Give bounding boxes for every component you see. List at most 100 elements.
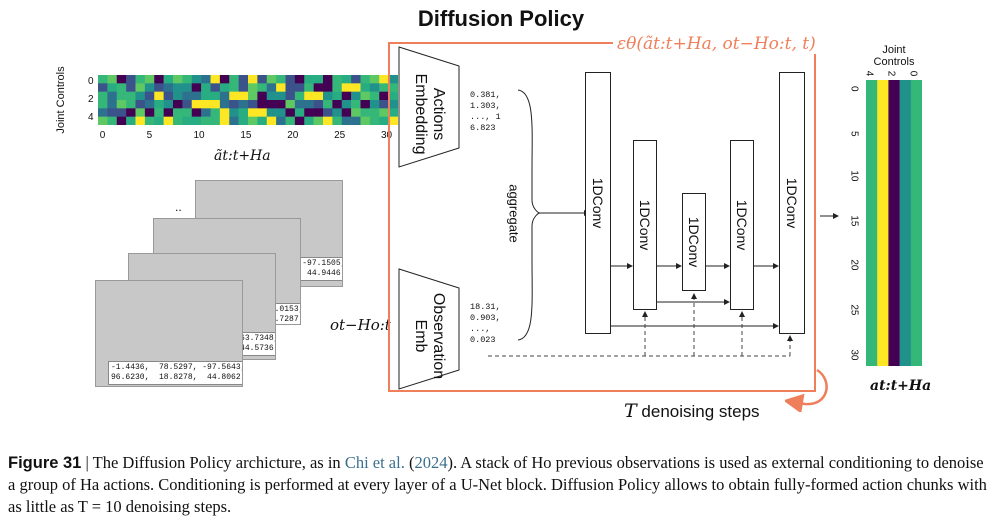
top-xtick: 20 <box>287 130 299 141</box>
heatmap-cell <box>304 91 314 101</box>
heatmap-cell <box>135 83 146 92</box>
heatmap-cell <box>154 116 164 125</box>
heatmap-cell <box>266 83 277 92</box>
heatmap-cell <box>313 100 324 109</box>
heatmap-cell <box>332 100 343 109</box>
heatmap-cell <box>154 75 164 84</box>
heatmap-column <box>888 80 900 366</box>
conv-block-4: 1DConv <box>730 140 754 310</box>
heatmap-cell <box>98 83 108 92</box>
heatmap-cell <box>266 116 277 125</box>
heatmap-cell <box>248 108 258 117</box>
heatmap-cell <box>257 108 268 117</box>
heatmap-cell <box>173 75 183 84</box>
heatmap-cell <box>360 91 371 101</box>
heatmap-cell <box>266 100 277 109</box>
observation-values: 18.31, 0.903, ..., 0.023 <box>470 302 501 345</box>
heatmap-cell <box>144 83 155 92</box>
top-xtick: 10 <box>193 130 205 141</box>
heatmap-cell <box>351 116 361 125</box>
heatmap-cell <box>182 75 193 84</box>
heatmap-cell <box>173 100 183 109</box>
heatmap-cell <box>191 100 202 109</box>
heatmap-cell <box>388 116 398 125</box>
heatmap-cell <box>248 116 258 125</box>
heatmap-cell <box>388 108 398 117</box>
unet-arrows <box>488 213 839 357</box>
caption-citation-link[interactable]: Chi et al. <box>344 453 405 472</box>
heatmap-cell <box>107 108 118 117</box>
heatmap-cell <box>126 91 136 101</box>
actions-values: 0.381, 1.303, ..., 1 6.823 <box>470 90 501 133</box>
top-xtick: 5 <box>146 130 153 141</box>
heatmap-cell <box>332 83 343 92</box>
heatmap-cell <box>229 116 239 125</box>
heatmap-cell <box>173 116 183 125</box>
heatmap-cell <box>163 91 174 101</box>
top-heatmap-label: ãt:t+Ha <box>214 148 271 164</box>
heatmap-cell <box>191 116 202 125</box>
heatmap-cell <box>332 91 343 101</box>
heatmap-cell <box>238 83 249 92</box>
heatmap-cell <box>135 116 146 125</box>
heatmap-cell <box>210 108 221 117</box>
heatmap-cell <box>294 75 305 84</box>
heatmap-cell <box>144 75 155 84</box>
heatmap-cell <box>379 108 389 117</box>
heatmap-cell <box>182 83 193 92</box>
heatmap-cell <box>182 116 193 125</box>
heatmap-cell <box>219 108 230 117</box>
heatmap-cell <box>173 108 183 117</box>
right-heatmap-grid <box>866 80 922 366</box>
frames-ellipsis: .. <box>175 200 182 214</box>
heatmap-cell <box>388 100 398 109</box>
observation-emb-label: Observation Emb <box>412 292 447 380</box>
heatmap-cell <box>144 100 155 109</box>
heatmap-cell <box>266 75 277 84</box>
heatmap-cell <box>201 83 211 92</box>
heatmap-cell <box>379 100 389 109</box>
heatmap-cell <box>276 116 286 125</box>
heatmap-cell <box>126 108 136 117</box>
top-ytick-4: 4 <box>88 112 94 123</box>
heatmap-cell <box>323 108 333 117</box>
heatmap-cell <box>360 116 371 125</box>
heatmap-cell <box>154 100 164 109</box>
heatmap-cell <box>135 108 146 117</box>
heatmap-cell <box>238 75 249 84</box>
caption-text-3: ). A stack of Ho previous observations i… <box>8 453 987 516</box>
observation-frame: -1.4436, 78.5297, -97.5643, 96.6230, 18.… <box>95 280 243 387</box>
heatmap-cell <box>163 108 174 117</box>
heatmap-cell <box>257 83 268 92</box>
right-ytick: 30 <box>848 348 860 361</box>
heatmap-cell <box>294 100 305 109</box>
right-heatmap-title: Joint Controls <box>873 44 915 68</box>
right-ytick: 10 <box>848 170 860 182</box>
conv-block-2: 1DConv <box>633 140 657 310</box>
heatmap-cell <box>229 91 239 101</box>
heatmap-cell <box>98 116 108 125</box>
heatmap-cell <box>126 116 136 125</box>
heatmap-cell <box>369 75 380 84</box>
heatmap-cell <box>201 75 211 84</box>
heatmap-cell <box>323 91 333 101</box>
heatmap-cell <box>238 100 249 109</box>
heatmap-cell <box>351 75 361 84</box>
heatmap-cell <box>219 75 230 84</box>
heatmap-cell <box>229 75 239 84</box>
caption-year-link[interactable]: 2024 <box>414 453 448 472</box>
heatmap-cell <box>163 75 174 84</box>
heatmap-cell <box>163 83 174 92</box>
heatmap-cell <box>201 116 211 125</box>
heatmap-cell <box>210 75 221 84</box>
heatmap-cell <box>313 116 324 125</box>
heatmap-cell <box>360 75 371 84</box>
heatmap-cell <box>332 116 343 125</box>
heatmap-cell <box>257 91 268 101</box>
heatmap-cell <box>135 100 146 109</box>
heatmap-cell <box>323 75 333 84</box>
heatmap-cell <box>285 83 296 92</box>
heatmap-cell <box>388 75 398 84</box>
heatmap-cell <box>313 75 324 84</box>
heatmap-cell <box>388 91 398 101</box>
